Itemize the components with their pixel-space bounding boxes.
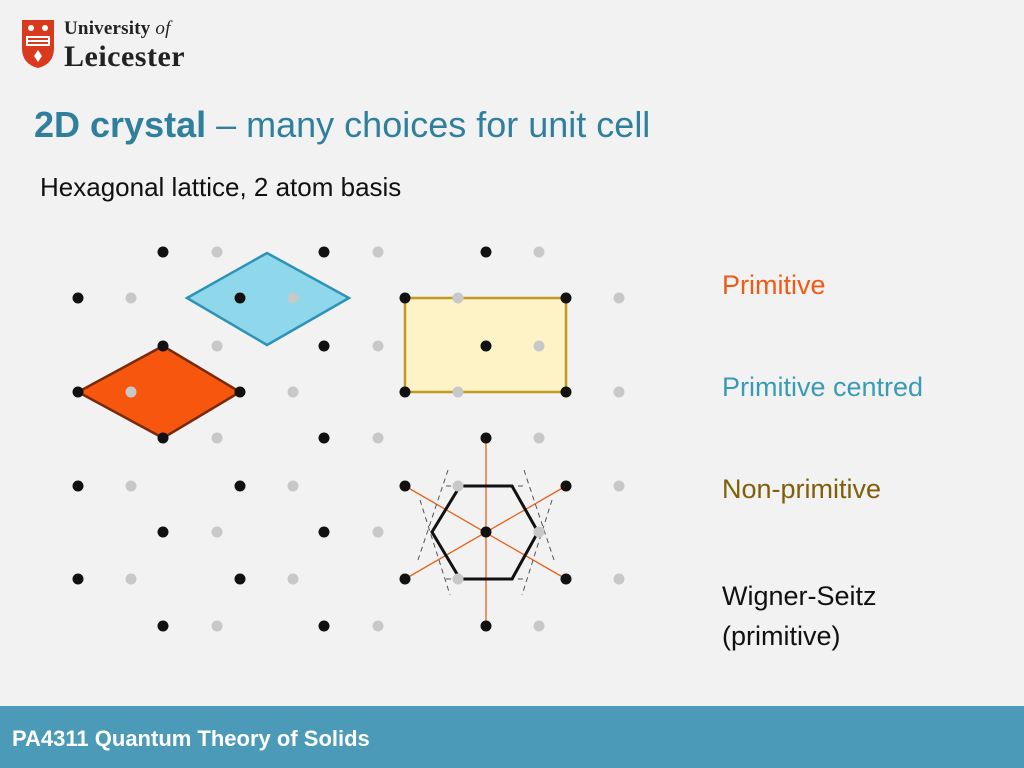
atom-b bbox=[613, 573, 625, 585]
atom-b bbox=[533, 620, 545, 632]
atom-b bbox=[533, 526, 545, 538]
atom-a bbox=[72, 386, 84, 398]
atom-a bbox=[318, 340, 330, 352]
atom-b bbox=[613, 292, 625, 304]
primitive-cell bbox=[75, 344, 243, 440]
title-bold: 2D crystal bbox=[34, 104, 207, 145]
atom-b bbox=[287, 386, 299, 398]
legend-wigner-seitz-line2: (primitive) bbox=[722, 621, 841, 651]
atom-b bbox=[211, 432, 223, 444]
atom-a bbox=[234, 292, 246, 304]
atom-a bbox=[399, 480, 411, 492]
legend-primitive-centred: Primitive centred bbox=[722, 372, 924, 402]
atom-b bbox=[372, 246, 384, 258]
atom-a bbox=[157, 246, 169, 258]
atom-a bbox=[234, 573, 246, 585]
atom-b bbox=[287, 573, 299, 585]
university-logo: University of Leicester bbox=[20, 16, 230, 76]
atom-b bbox=[613, 480, 625, 492]
atom-b bbox=[125, 573, 137, 585]
atom-b bbox=[533, 246, 545, 258]
atom-a bbox=[157, 340, 169, 352]
atom-a bbox=[560, 386, 572, 398]
atom-a bbox=[399, 386, 411, 398]
atom-a bbox=[318, 432, 330, 444]
atom-a bbox=[234, 480, 246, 492]
atom-a bbox=[560, 480, 572, 492]
atom-b bbox=[372, 340, 384, 352]
atom-b bbox=[452, 480, 464, 492]
atom-a bbox=[72, 292, 84, 304]
atom-a bbox=[560, 292, 572, 304]
atom-a bbox=[480, 620, 492, 632]
atom-b bbox=[211, 246, 223, 258]
atom-a bbox=[318, 246, 330, 258]
atom-b bbox=[125, 480, 137, 492]
atom-b bbox=[287, 292, 299, 304]
primitive-centred-cell bbox=[184, 251, 352, 347]
legend-wigner-seitz: Wigner-Seitz (primitive) bbox=[722, 576, 877, 656]
atom-a bbox=[157, 526, 169, 538]
atom-b bbox=[125, 292, 137, 304]
atom-a bbox=[480, 526, 492, 538]
university-crest-icon bbox=[22, 20, 54, 68]
footer-bar: PA4311 Quantum Theory of Solids bbox=[0, 706, 1024, 768]
atom-b bbox=[533, 432, 545, 444]
logo-leicester-text: Leicester bbox=[64, 40, 186, 73]
atom-b bbox=[533, 340, 545, 352]
atom-a bbox=[318, 620, 330, 632]
atom-b bbox=[372, 620, 384, 632]
atom-b bbox=[613, 386, 625, 398]
atom-b bbox=[372, 526, 384, 538]
wigner-seitz-construction bbox=[404, 438, 567, 626]
atom-a bbox=[480, 340, 492, 352]
atom-a bbox=[72, 480, 84, 492]
atom-a bbox=[234, 386, 246, 398]
legend-wigner-seitz-line1: Wigner-Seitz bbox=[722, 581, 877, 611]
atom-b bbox=[372, 432, 384, 444]
lattice-diagram bbox=[72, 246, 625, 632]
atom-b bbox=[452, 386, 464, 398]
lattice-atoms bbox=[72, 246, 625, 632]
atom-b bbox=[211, 620, 223, 632]
atom-a bbox=[480, 432, 492, 444]
atom-a bbox=[157, 620, 169, 632]
atom-a bbox=[399, 292, 411, 304]
slide-subtitle: Hexagonal lattice, 2 atom basis bbox=[40, 172, 402, 202]
atom-a bbox=[480, 246, 492, 258]
atom-b bbox=[452, 292, 464, 304]
atom-a bbox=[560, 573, 572, 585]
atom-a bbox=[157, 432, 169, 444]
course-title: PA4311 Quantum Theory of Solids bbox=[12, 726, 370, 751]
atom-b bbox=[287, 480, 299, 492]
logo-university-text: University of bbox=[64, 18, 171, 39]
atom-a bbox=[72, 573, 84, 585]
atom-b bbox=[452, 573, 464, 585]
title-rest: – many choices for unit cell bbox=[206, 104, 651, 145]
atom-b bbox=[211, 526, 223, 538]
legend-non-primitive: Non-primitive bbox=[722, 474, 882, 504]
atom-b bbox=[125, 386, 137, 398]
slide-title: 2D crystal – many choices for unit cell bbox=[34, 104, 650, 146]
wigner-seitz-cell bbox=[430, 484, 540, 581]
atom-b bbox=[211, 340, 223, 352]
legend-primitive: Primitive bbox=[722, 270, 826, 300]
atom-a bbox=[318, 526, 330, 538]
atom-a bbox=[399, 573, 411, 585]
